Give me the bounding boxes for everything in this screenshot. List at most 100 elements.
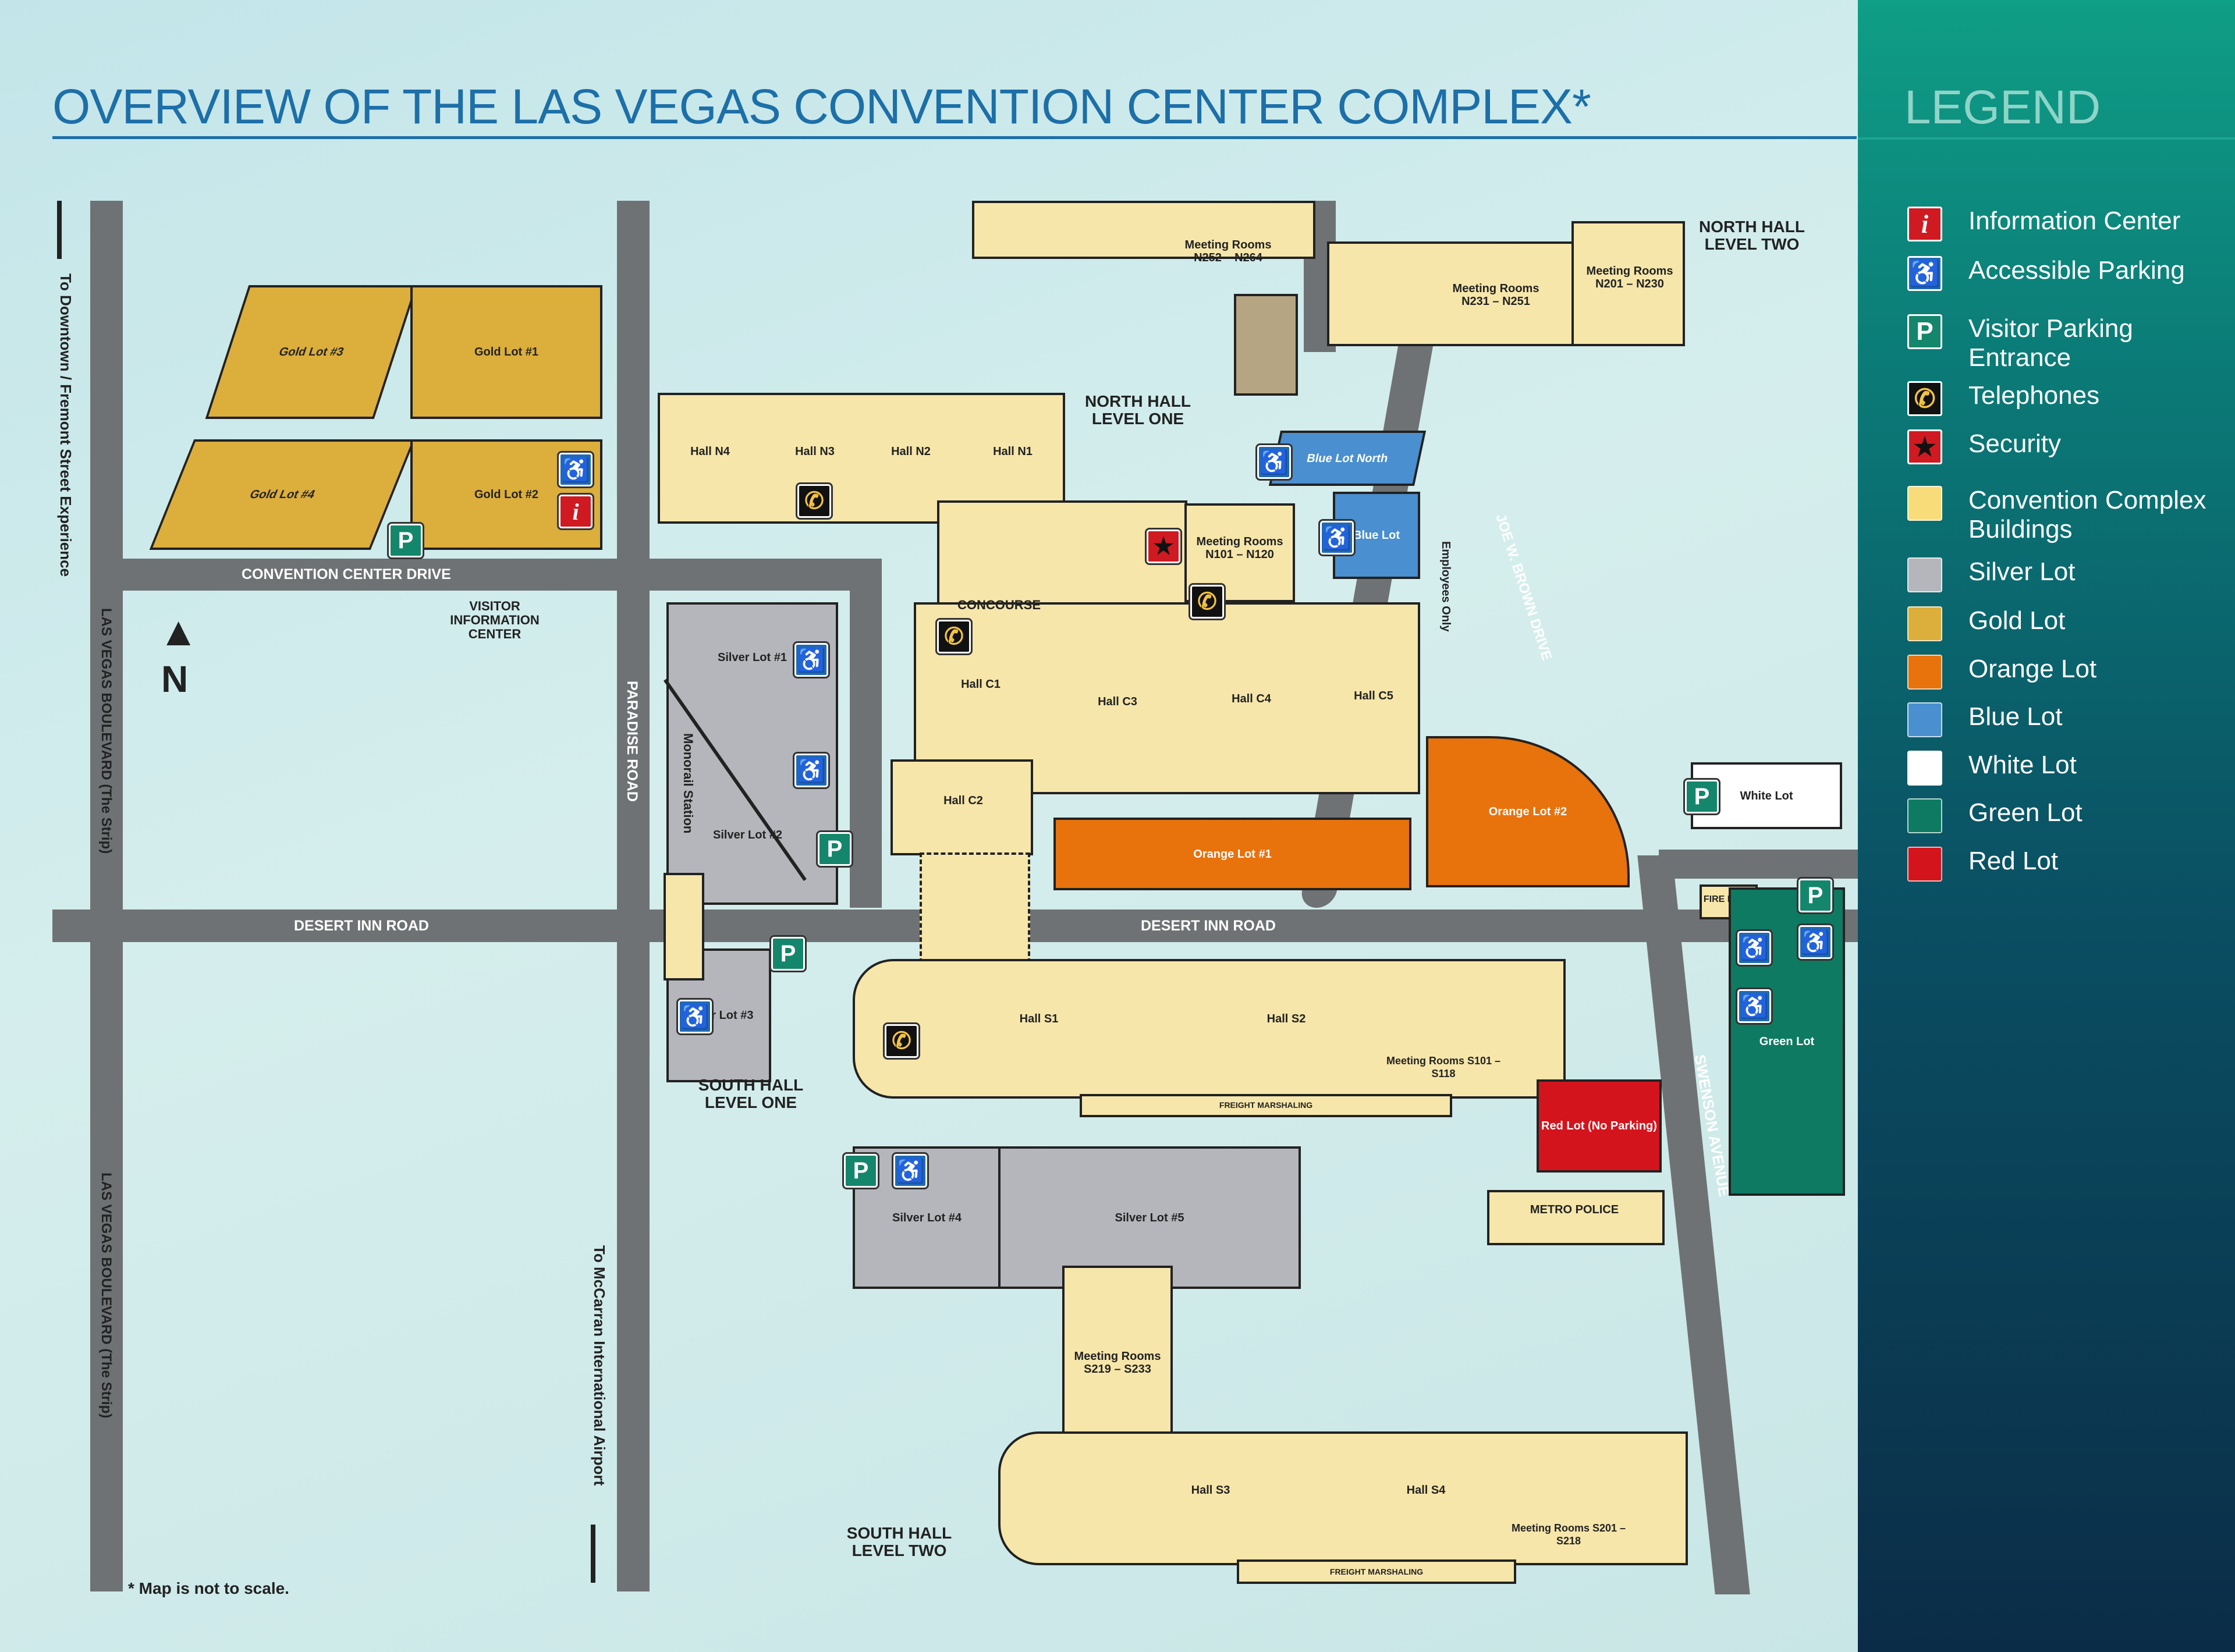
hall-n3: Hall N3 xyxy=(795,445,835,458)
blue-lot-north[interactable]: Blue Lot North xyxy=(1268,431,1427,486)
legend-label: White Lot xyxy=(1968,751,2077,779)
north-hall-level-two[interactable] xyxy=(972,201,1315,259)
page-title: OVERVIEW OF THE LAS VEGAS CONVENTION CEN… xyxy=(52,79,1591,134)
legend-swatch xyxy=(1907,655,1942,690)
south-hall-level-one[interactable] xyxy=(853,959,1566,1099)
legend-item: Silver Lot xyxy=(1907,557,2213,592)
legend-label: Convention Complex Buildings xyxy=(1968,486,2206,543)
legend-label: Information Center xyxy=(1968,207,2181,235)
legend-item: White Lot xyxy=(1907,751,2213,786)
orange-lot-2[interactable]: Orange Lot #2 xyxy=(1426,736,1630,887)
info-icon: i xyxy=(1907,207,1942,241)
hall-n1: Hall N1 xyxy=(993,445,1033,458)
footnote: * Map is not to scale. xyxy=(128,1579,289,1597)
north-hall-two-label: NORTH HALL LEVEL TWO xyxy=(1699,218,1805,253)
visitor-info-label: VISITOR INFORMATION CENTER xyxy=(450,599,540,641)
freight-marshaling-1 xyxy=(1080,1094,1452,1117)
legend-swatch xyxy=(1907,798,1942,833)
label-las-vegas-blvd-lower: LAS VEGAS BOULEVARD (The Strip) xyxy=(98,1173,114,1419)
legend-swatch xyxy=(1907,702,1942,737)
legend-label: Blue Lot xyxy=(1968,702,2063,731)
accessible-icon[interactable]: ♿ xyxy=(1798,925,1832,959)
legend-swatch xyxy=(1907,606,1942,641)
parking-icon: P xyxy=(1907,314,1942,349)
parking-icon[interactable]: P xyxy=(818,832,852,866)
n-meeting-3: Meeting Rooms N201 – N230 xyxy=(1586,265,1673,290)
accessible-icon[interactable]: ♿ xyxy=(1320,521,1354,555)
legend-item: Red Lot xyxy=(1907,847,2213,882)
gold-lot-1[interactable]: Gold Lot #1 xyxy=(410,285,602,419)
accessible-icon: ♿ xyxy=(1907,256,1942,291)
meeting-rooms-n101[interactable] xyxy=(1184,503,1295,602)
accessible-icon[interactable]: ♿ xyxy=(1737,931,1771,965)
parking-icon[interactable]: P xyxy=(389,524,423,557)
security-star-icon[interactable]: ★ xyxy=(1147,530,1180,563)
telephone-icon[interactable]: ✆ xyxy=(937,620,971,653)
legend-label: Orange Lot xyxy=(1968,655,2097,683)
accessible-icon[interactable]: ♿ xyxy=(559,453,593,486)
legend-item: ✆Telephones xyxy=(1907,381,2213,416)
legend-label: Accessible Parking xyxy=(1968,256,2185,285)
legend-label: Silver Lot xyxy=(1968,557,2076,586)
arrow-down-icon xyxy=(591,1525,595,1583)
hall-s1: Hall S1 xyxy=(1019,1012,1059,1025)
security-star-icon: ★ xyxy=(1907,429,1942,464)
legend-label: Red Lot xyxy=(1968,847,2059,875)
parking-icon[interactable]: P xyxy=(1798,879,1832,912)
monorail-station xyxy=(664,873,704,980)
accessible-icon[interactable]: ♿ xyxy=(794,754,828,787)
orange-lot-1[interactable]: Orange Lot #1 xyxy=(1053,818,1411,890)
legend-item: ★Security xyxy=(1907,429,2213,464)
north-hall-level-two-far-east[interactable] xyxy=(1571,221,1685,346)
accessible-icon[interactable]: ♿ xyxy=(1737,989,1771,1023)
parking-icon[interactable]: P xyxy=(844,1154,878,1188)
north-hall-one-label: NORTH HALL LEVEL ONE xyxy=(1085,392,1191,428)
gold-lot-3[interactable]: Gold Lot #3 xyxy=(205,285,418,419)
legend-item: Orange Lot xyxy=(1907,655,2213,690)
parking-icon[interactable]: P xyxy=(771,937,805,971)
freight-1-label: FREIGHT MARSHALING xyxy=(1219,1100,1313,1110)
south-hall-two-label: SOUTH HALL LEVEL TWO xyxy=(846,1524,952,1559)
central-hall-c2[interactable] xyxy=(891,759,1033,855)
legend-swatch xyxy=(1907,847,1942,882)
legend-label: Green Lot xyxy=(1968,798,2083,827)
telephone-icon[interactable]: ✆ xyxy=(797,484,831,518)
legend-swatch xyxy=(1907,557,1942,592)
hall-s2: Hall S2 xyxy=(1266,1012,1306,1025)
legend-label: Gold Lot xyxy=(1968,606,2066,635)
red-lot[interactable]: Red Lot (No Parking) xyxy=(1537,1079,1662,1173)
legend-item: i Information Center xyxy=(1907,207,2213,241)
accessible-icon[interactable]: ♿ xyxy=(678,1000,712,1033)
freight-2-label: FREIGHT MARSHALING xyxy=(1329,1567,1424,1576)
label-las-vegas-blvd-upper: LAS VEGAS BOULEVARD (The Strip) xyxy=(98,608,114,854)
gold-lot-4[interactable]: Gold Lot #4 xyxy=(149,439,416,550)
legend-divider xyxy=(1858,137,2235,140)
accessible-icon[interactable]: ♿ xyxy=(1257,445,1291,479)
legend-label: Visitor Parking Entrance xyxy=(1968,314,2133,372)
parking-icon[interactable]: P xyxy=(1685,780,1719,813)
legend-swatch xyxy=(1907,486,1942,521)
hall-c4: Hall C4 xyxy=(1232,692,1271,705)
hall-c3: Hall C3 xyxy=(1098,695,1137,708)
road-paradise xyxy=(617,201,650,1591)
hall-s3: Hall S3 xyxy=(1191,1484,1230,1497)
info-icon[interactable]: i xyxy=(559,495,593,528)
n-meeting-4: Meeting Rooms N101 – N120 xyxy=(1196,535,1283,561)
legend-title: LEGEND xyxy=(1904,81,2101,134)
south-hall-level-two[interactable] xyxy=(998,1431,1688,1565)
legend-item: Green Lot xyxy=(1907,798,2213,833)
s-meeting-3: Meeting Rooms S201 – S218 xyxy=(1511,1522,1626,1547)
telephone-icon[interactable]: ✆ xyxy=(885,1024,918,1058)
south-hall-two-stem[interactable] xyxy=(1062,1266,1173,1437)
label-paradise-road: PARADISE ROAD xyxy=(624,681,640,802)
label-desert-inn-west: DESERT INN ROAD xyxy=(294,918,429,934)
silver-lot-5[interactable]: Silver Lot #5 xyxy=(998,1146,1301,1289)
accessible-icon[interactable]: ♿ xyxy=(794,643,828,677)
n-meeting-1: Meeting Rooms N252 – N264 xyxy=(1184,239,1272,264)
accessible-icon[interactable]: ♿ xyxy=(893,1154,927,1188)
metro-police[interactable] xyxy=(1487,1190,1665,1245)
telephone-icon[interactable]: ✆ xyxy=(1190,585,1224,619)
legend-item: Blue Lot xyxy=(1907,702,2213,737)
concourse-label: CONCOURSE xyxy=(957,598,1041,612)
white-lot[interactable]: White Lot xyxy=(1691,762,1842,829)
